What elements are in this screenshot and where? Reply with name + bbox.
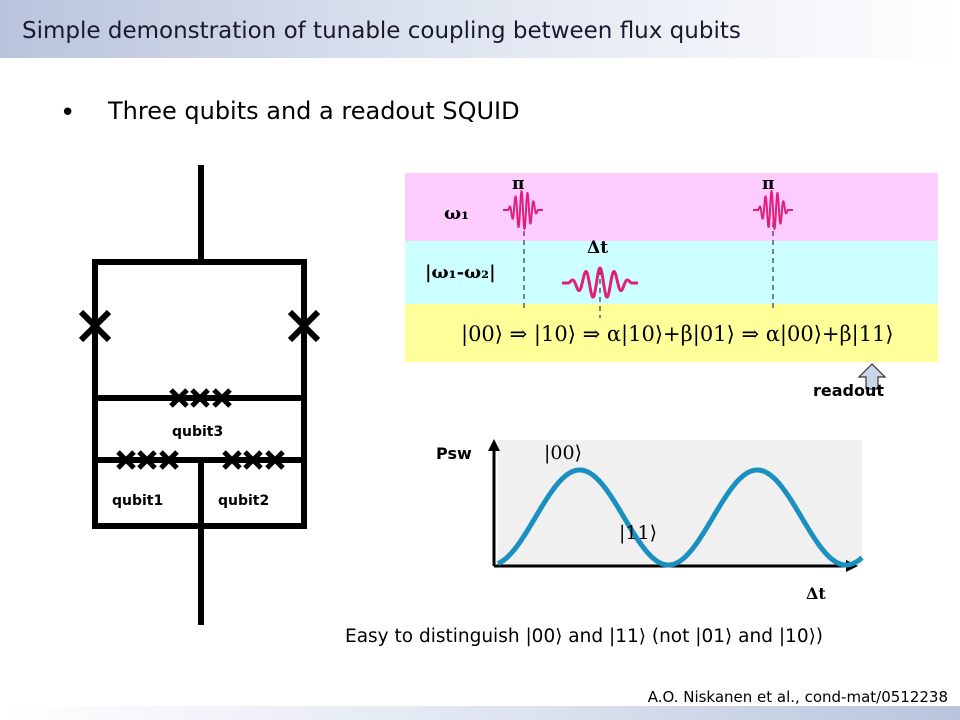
row-omega1 xyxy=(405,173,938,241)
dashed-markers xyxy=(523,222,774,318)
squid-junction-right xyxy=(287,309,321,343)
squid-junction-left xyxy=(78,309,112,343)
qubit3-label: qubit3 xyxy=(172,424,223,440)
qubit3-junctions xyxy=(169,388,232,408)
qubit1-junctions xyxy=(116,450,179,470)
readout-arrow-icon xyxy=(857,363,887,390)
bullet-marker: • xyxy=(60,98,76,128)
slide-title: Simple demonstration of tunable coupling… xyxy=(22,18,741,44)
row-states xyxy=(405,304,938,362)
distinguish-note: Easy to distinguish |00⟩ and |11⟩ (not |… xyxy=(345,626,824,647)
pulse1-label: π xyxy=(512,174,524,194)
readout-label: readout xyxy=(813,381,884,400)
bottom-bar xyxy=(0,706,960,720)
coupling-pulse xyxy=(562,266,638,299)
state-sequence: |00⟩ ⇒ |10⟩ ⇒ α|10⟩+β|01⟩ ⇒ α|00⟩+β|11⟩ xyxy=(461,322,894,347)
qubit2-label: qubit2 xyxy=(218,493,269,509)
qubit2-junctions xyxy=(222,450,285,470)
oscillation-curve xyxy=(496,467,864,568)
qubit1-label: qubit1 xyxy=(112,493,163,509)
row-omega1-label: ω₁ xyxy=(444,203,469,224)
plot-x-label: Δt xyxy=(806,584,826,603)
plot-background xyxy=(498,440,862,566)
citation: A.O. Niskanen et al., cond-mat/0512238 xyxy=(647,688,948,706)
plot-y-label: Psw xyxy=(436,444,472,463)
pi-pulse-1 xyxy=(503,189,543,231)
bullet-text: Three qubits and a readout SQUID xyxy=(108,97,520,125)
pulse2-label: π xyxy=(762,174,774,194)
squid-circuit xyxy=(92,165,307,625)
title-bar xyxy=(0,0,960,58)
delay-label: Δt xyxy=(587,238,608,258)
row-omega-diff xyxy=(405,241,938,304)
row-omega-diff-label: |ω₁-ω₂| xyxy=(425,262,496,283)
min-state-annotation: |11⟩ xyxy=(619,522,657,544)
pi-pulse-2 xyxy=(753,189,793,231)
max-state-annotation: |00⟩ xyxy=(544,442,582,464)
plot-axes xyxy=(488,439,862,572)
